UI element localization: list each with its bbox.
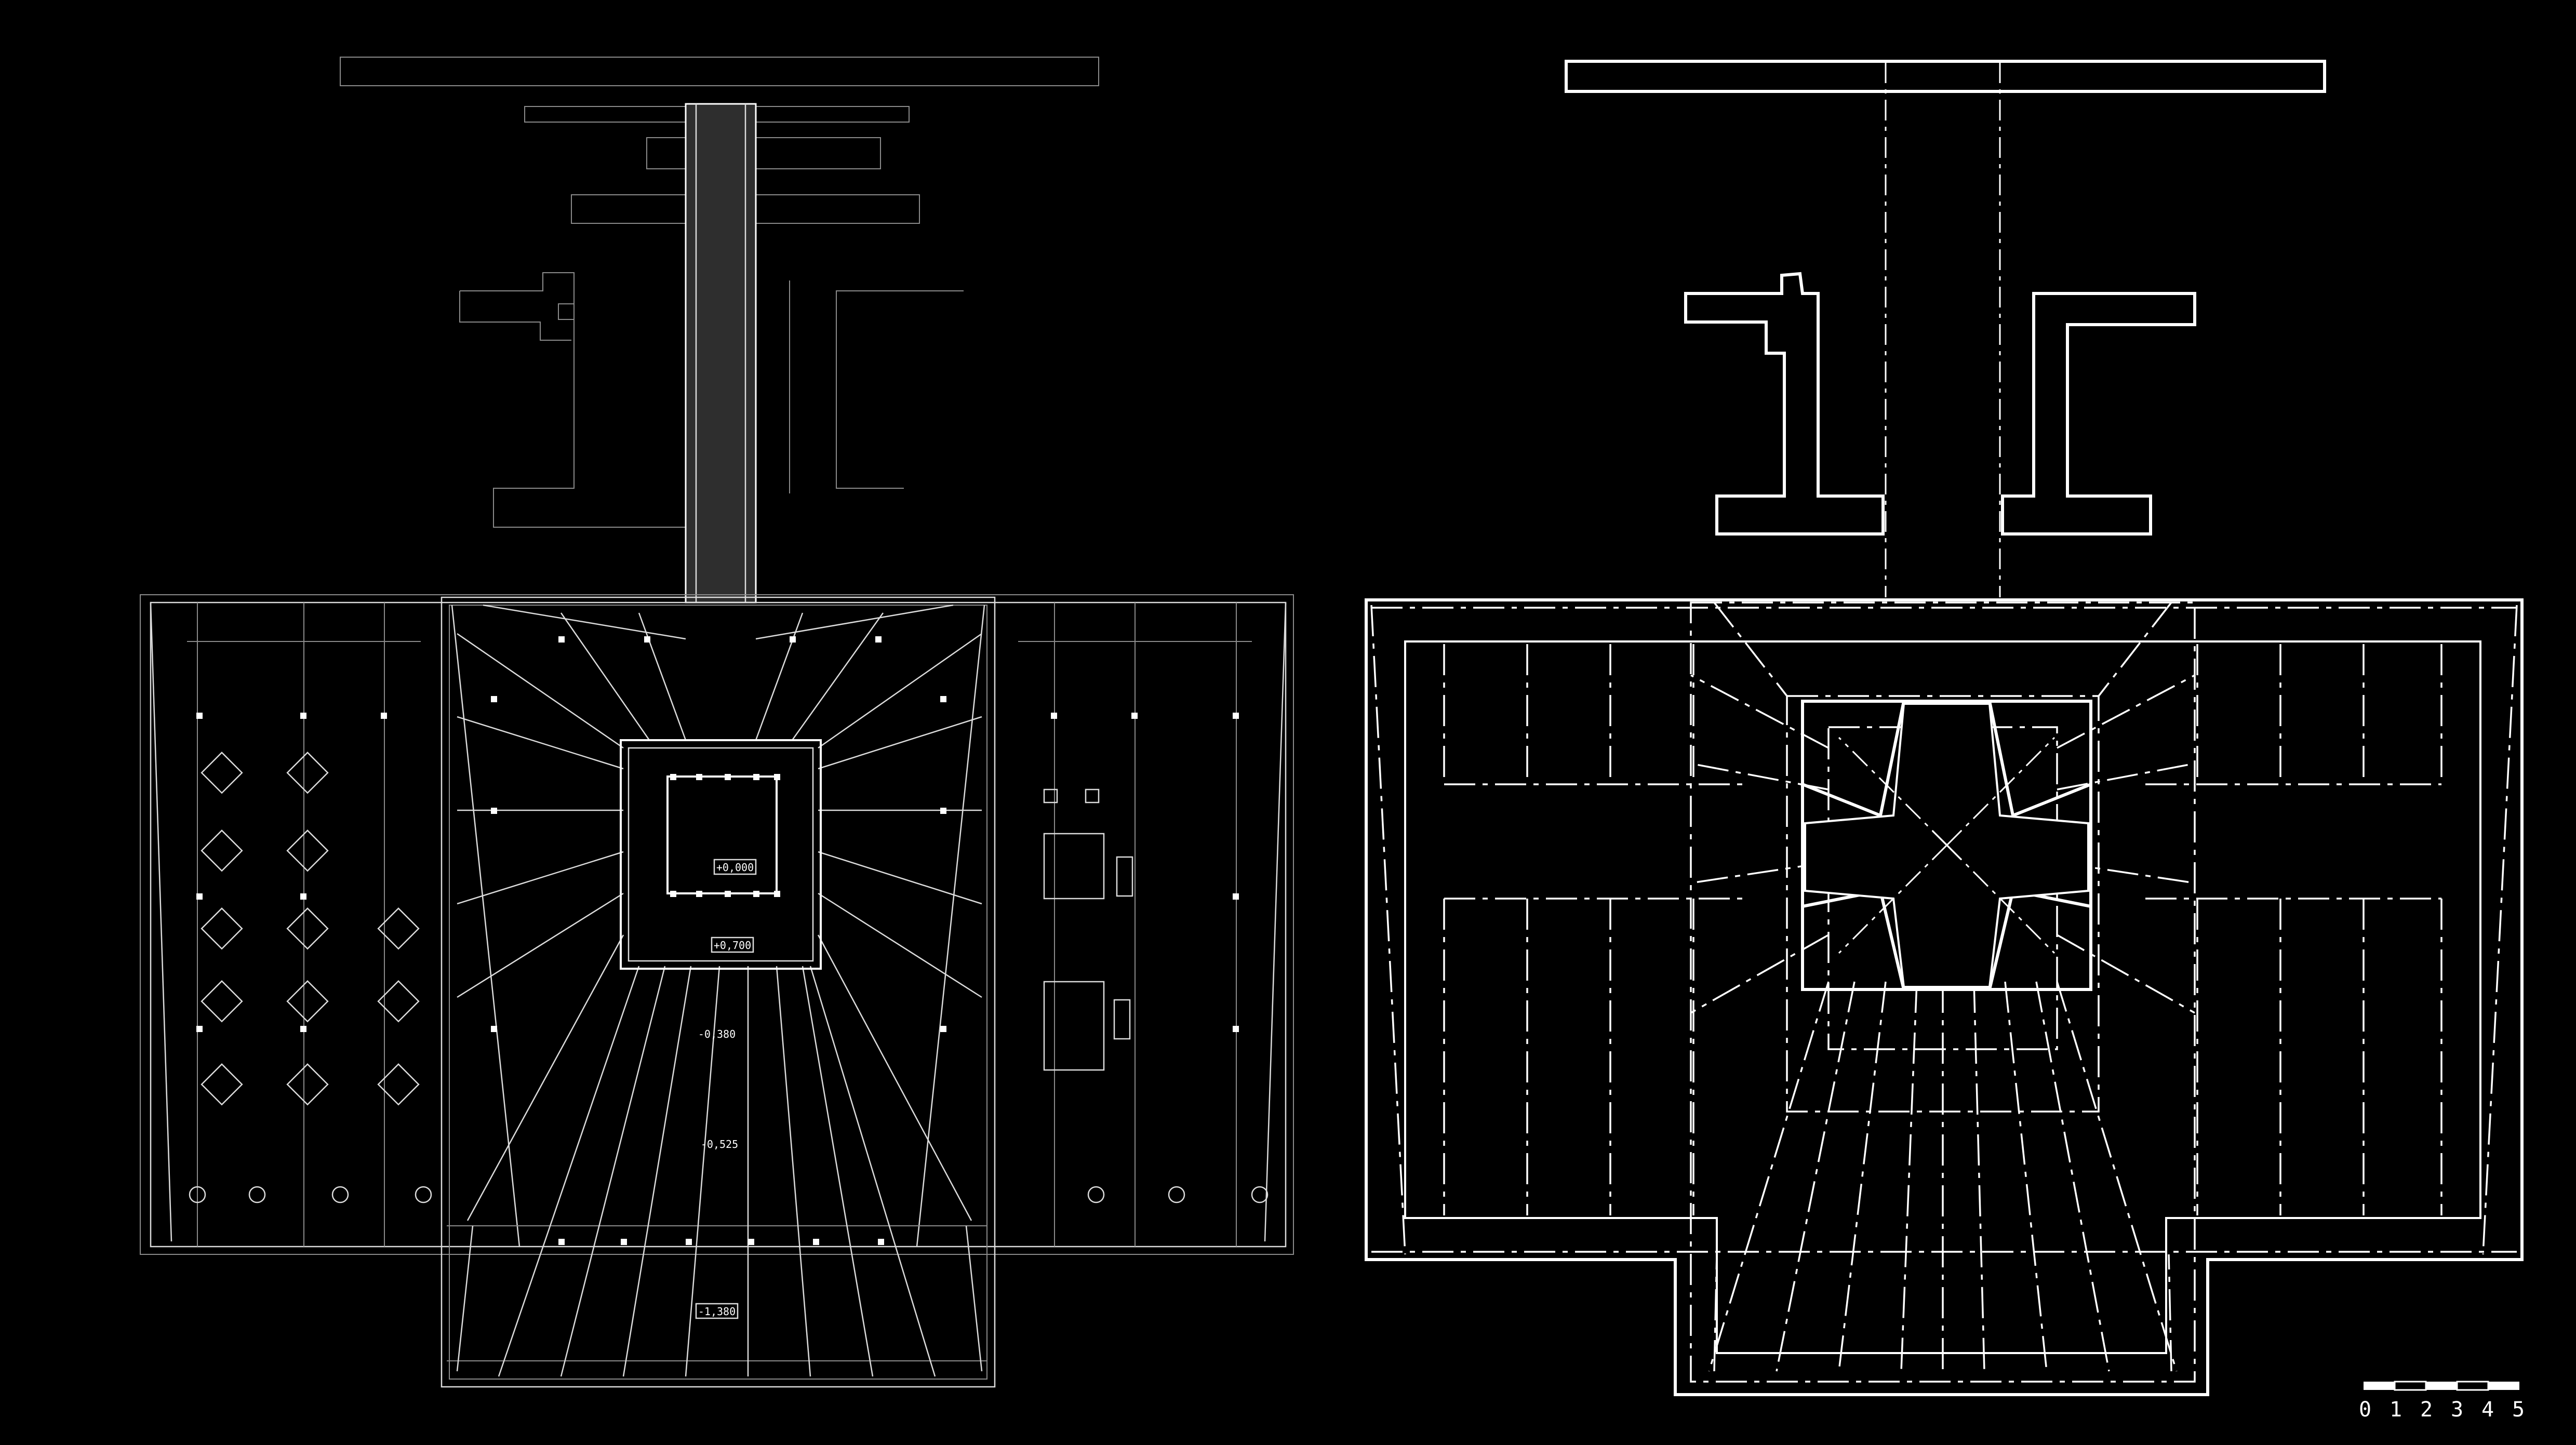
central-walkway <box>685 103 757 604</box>
axis-lines <box>1885 62 2001 597</box>
central-skylight <box>1801 700 2092 991</box>
canopy-roof <box>1565 60 2326 93</box>
scale-label: 5 <box>2512 1398 2525 1422</box>
left-hall <box>197 603 1237 1247</box>
scale-label: 1 <box>2390 1398 2402 1422</box>
floor-plan: +0,000 +0,700 -0,380 -0,525 -1,380 <box>140 57 1294 1388</box>
level-annotations: -0,380 -0,525 -1,380 <box>695 1028 739 1319</box>
right-pavilion-roof <box>2001 292 2196 536</box>
level-label: +0,700 <box>714 939 751 952</box>
scale-label: 4 <box>2481 1398 2494 1422</box>
seating-area <box>201 752 420 1106</box>
radiating-beams <box>457 612 982 1377</box>
level-label: -1,380 <box>698 1305 736 1318</box>
scale-bar: 0 1 2 3 4 5 <box>2359 1381 2525 1422</box>
level-label: +0,000 <box>716 861 754 874</box>
columns <box>196 636 1239 1245</box>
right-hall-counters <box>1043 788 1133 1071</box>
roof-plan <box>1365 60 2524 1396</box>
left-pavilion-roof <box>1684 272 1885 536</box>
scale-label: 2 <box>2420 1398 2433 1422</box>
main-roof-outline <box>1365 598 2524 1396</box>
scale-label: 3 <box>2451 1398 2463 1422</box>
roof-structure-grid <box>1370 601 2518 1383</box>
level-label: -0,380 <box>698 1028 736 1040</box>
roof-inner-outline <box>1404 640 2481 1354</box>
scale-label: 0 <box>2359 1398 2371 1422</box>
level-label: -0,525 <box>701 1138 738 1150</box>
fixtures <box>189 1186 1269 1203</box>
central-court: +0,000 +0,700 <box>620 739 822 970</box>
